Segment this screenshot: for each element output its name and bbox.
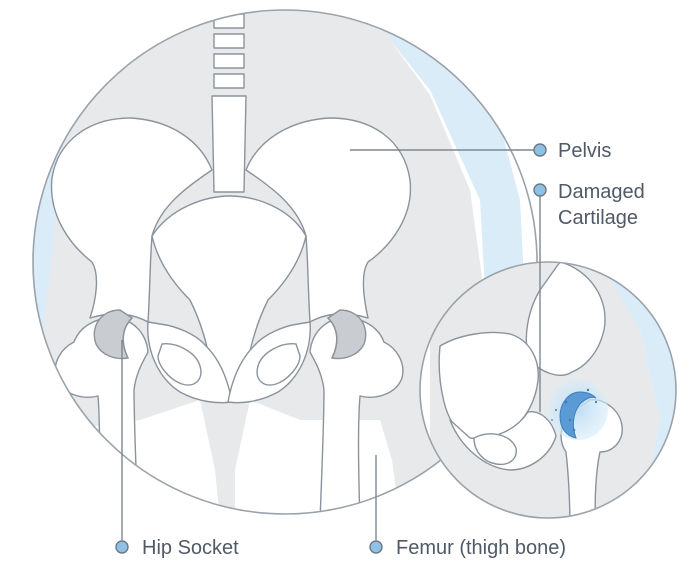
hip-socket-marker <box>116 541 128 553</box>
damaged-cartilage-marker <box>534 184 546 196</box>
damaged-cartilage-label-line1: Damaged <box>558 181 645 203</box>
spine <box>212 14 246 192</box>
pelvis-label: Pelvis <box>558 140 611 162</box>
damaged-cartilage-label-line2: Cartilage <box>558 207 638 229</box>
femur-label: Femur (thigh bone) <box>396 537 566 559</box>
femur-marker <box>370 541 382 553</box>
hip-socket-label: Hip Socket <box>142 537 239 559</box>
pelvis-marker <box>534 144 546 156</box>
zoomed-hip-circle <box>420 262 686 530</box>
